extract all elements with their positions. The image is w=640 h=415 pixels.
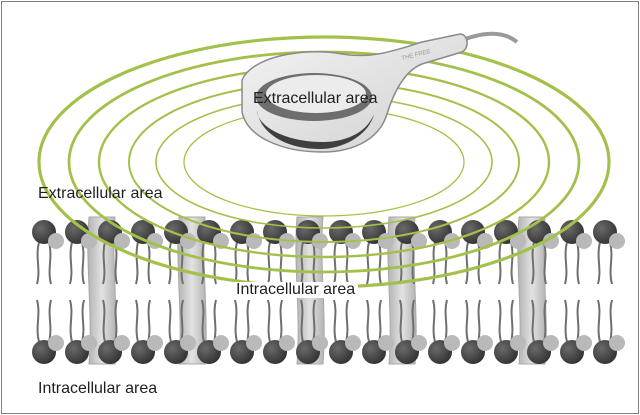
lipid-tail [466,300,468,342]
lipid-tail [400,300,402,342]
lipid-head-shade [213,335,229,351]
lipid-tail [433,300,435,342]
lipid-tail [598,242,600,284]
lipid-tail [346,242,348,284]
lipid-head-shade [48,233,64,249]
lipid-head-shade [510,335,526,351]
lipid-head-shade [576,335,592,351]
lipid-head-shade [279,335,295,351]
lipid-tail [313,300,315,342]
lipid-tail [82,300,84,342]
lipid-tail [214,300,216,342]
lipid-tail [466,242,468,284]
lipid-head-shade [246,335,262,351]
lipid-head-shade [147,335,163,351]
lipid-tail [181,242,183,284]
lipid-tail [346,300,348,342]
lipid-head-shade [180,335,196,351]
lipid-head-shade [609,233,625,249]
lipid-tail [544,300,546,342]
lipid-tail [565,242,567,284]
lipid-head-shade [444,335,460,351]
lipid-tail [70,242,72,284]
lipid-tail [478,300,480,342]
lipid-head-shade [48,335,64,351]
lipid-head-shade [81,335,97,351]
lipid-head-shade [411,335,427,351]
lipid-head-shade [312,335,328,351]
lipid-tail [379,242,381,284]
lipid-tail [136,242,138,284]
lipid-tail [70,300,72,342]
lipid-tail [367,242,369,284]
lipid-tail [115,300,117,342]
intracellular-area-mid-label: Intracellular area [233,282,358,298]
lipid-tail [202,300,204,342]
lipid-head-shade [543,335,559,351]
lipid-tail [334,300,336,342]
lipid-tail [181,300,183,342]
lipid-head-shade [477,335,493,351]
lipid-tail [37,300,39,342]
lipid-tail [280,242,282,284]
intracellular-area-label: Intracellular area [38,381,157,397]
lipid-tail [577,300,579,342]
lipid-tail [598,300,600,342]
lipid-tail [511,300,513,342]
lipid-head-shade [345,335,361,351]
lipid-tail [247,300,249,342]
lipid-tail [379,300,381,342]
lipid-tail [499,300,501,342]
lipid-tail [412,300,414,342]
lipid-tail [313,242,315,284]
lipid-tail [268,300,270,342]
lipid-tail [565,300,567,342]
lipid-tail [148,300,150,342]
lipid-tail [400,242,402,284]
lipid-tail [511,242,513,284]
lipid-tail [169,300,171,342]
lipid-tail [445,300,447,342]
lipid-tail [103,300,105,342]
lipid-tail [136,300,138,342]
lipid-tail [610,242,612,284]
lipid-tail [334,242,336,284]
lipid-tail [445,242,447,284]
lipid-head-shade [609,335,625,351]
extracellular-area-label: Extracellular area [38,186,163,202]
lipid-tail [280,300,282,342]
lipid-head-shade [576,233,592,249]
lipid-tail [301,242,303,284]
lipid-tail [49,242,51,284]
lipid-tail [301,300,303,342]
lipid-tail [37,242,39,284]
lipid-tail [499,242,501,284]
lipid-tail [367,300,369,342]
lipid-head-shade [114,335,130,351]
lipid-tail [268,242,270,284]
lipid-tail [103,242,105,284]
lipid-tail [544,242,546,284]
lipid-tail [247,242,249,284]
lipid-tail [202,242,204,284]
lipid-tail [148,242,150,284]
lipid-tail [49,300,51,342]
lipid-tail [610,300,612,342]
lipid-tail [532,300,534,342]
lipid-head-shade [378,233,394,249]
device-extracellular-label: Extracellular area [253,91,378,107]
lipid-tail [82,242,84,284]
lipid-tail [577,242,579,284]
lipid-head-shade [378,335,394,351]
lipid-tail [235,300,237,342]
